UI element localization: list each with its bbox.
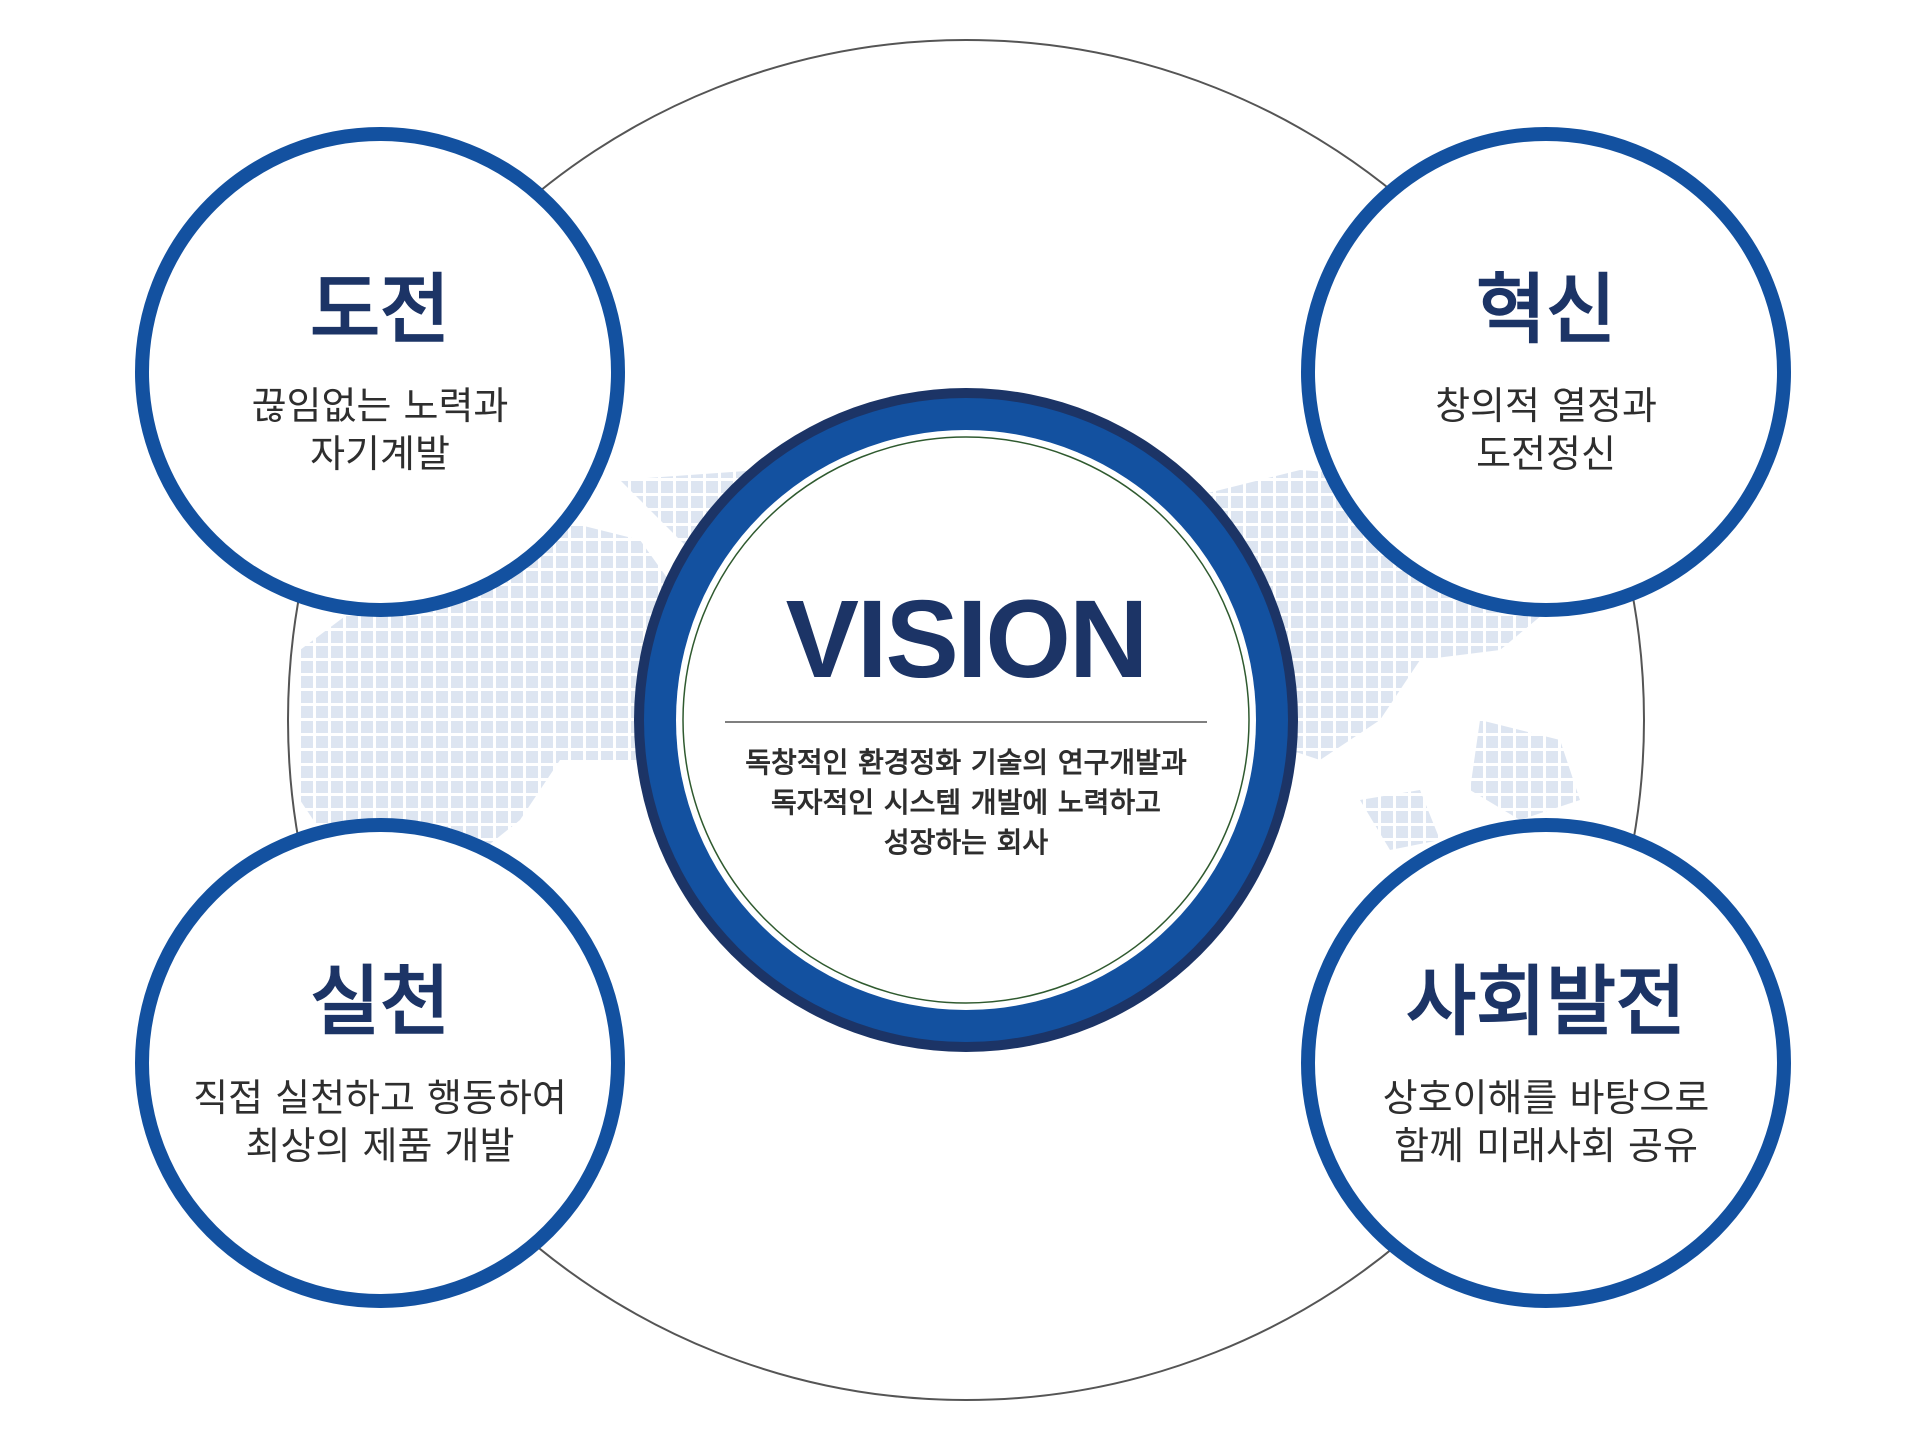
vision-line-2: 독자적인 시스템 개발에 노력하고 xyxy=(771,786,1161,819)
node-title: 실천 xyxy=(310,957,450,1046)
vision-line-1: 독창적인 환경정화 기술의 연구개발과 xyxy=(745,746,1187,779)
vision-title: VISION xyxy=(785,578,1149,701)
node-desc-line: 상호이해를 바탕으로 xyxy=(1382,1075,1710,1120)
node-circle-top-right xyxy=(1301,127,1791,617)
node-innovation: 혁신 창의적 열정과 도전정신 xyxy=(1326,268,1766,478)
node-desc-line: 도전정신 xyxy=(1476,431,1616,476)
node-social-development: 사회발전 상호이해를 바탕으로 함께 미래사회 공유 xyxy=(1326,960,1766,1170)
node-circle-bottom-right xyxy=(1301,818,1791,1308)
outer-orbit-circle xyxy=(287,39,1645,1401)
node-practice: 실천 직접 실천하고 행동하여 최상의 제품 개발 xyxy=(160,960,600,1170)
vision-line-3: 성장하는 회사 xyxy=(883,826,1049,859)
node-desc-line: 직접 실천하고 행동하여 xyxy=(193,1075,567,1120)
node-desc-line: 자기계발 xyxy=(310,431,450,476)
node-circle-top-left xyxy=(135,127,625,617)
node-circle-bottom-left xyxy=(135,818,625,1308)
center-vision: VISION xyxy=(716,585,1216,695)
node-title: 도전 xyxy=(310,265,450,354)
node-desc-line: 최상의 제품 개발 xyxy=(245,1123,515,1168)
vision-description: 독창적인 환경정화 기술의 연구개발과 독자적인 시스템 개발에 노력하고 성장… xyxy=(716,743,1216,863)
center-circle xyxy=(634,388,1298,1052)
node-desc-line: 끊임없는 노력과 xyxy=(251,383,509,428)
node-challenge: 도전 끊임없는 노력과 자기계발 xyxy=(160,268,600,478)
node-desc-line: 창의적 열정과 xyxy=(1435,383,1657,428)
node-title: 사회발전 xyxy=(1406,957,1686,1046)
node-desc-line: 함께 미래사회 공유 xyxy=(1394,1123,1698,1168)
node-title: 혁신 xyxy=(1476,265,1616,354)
